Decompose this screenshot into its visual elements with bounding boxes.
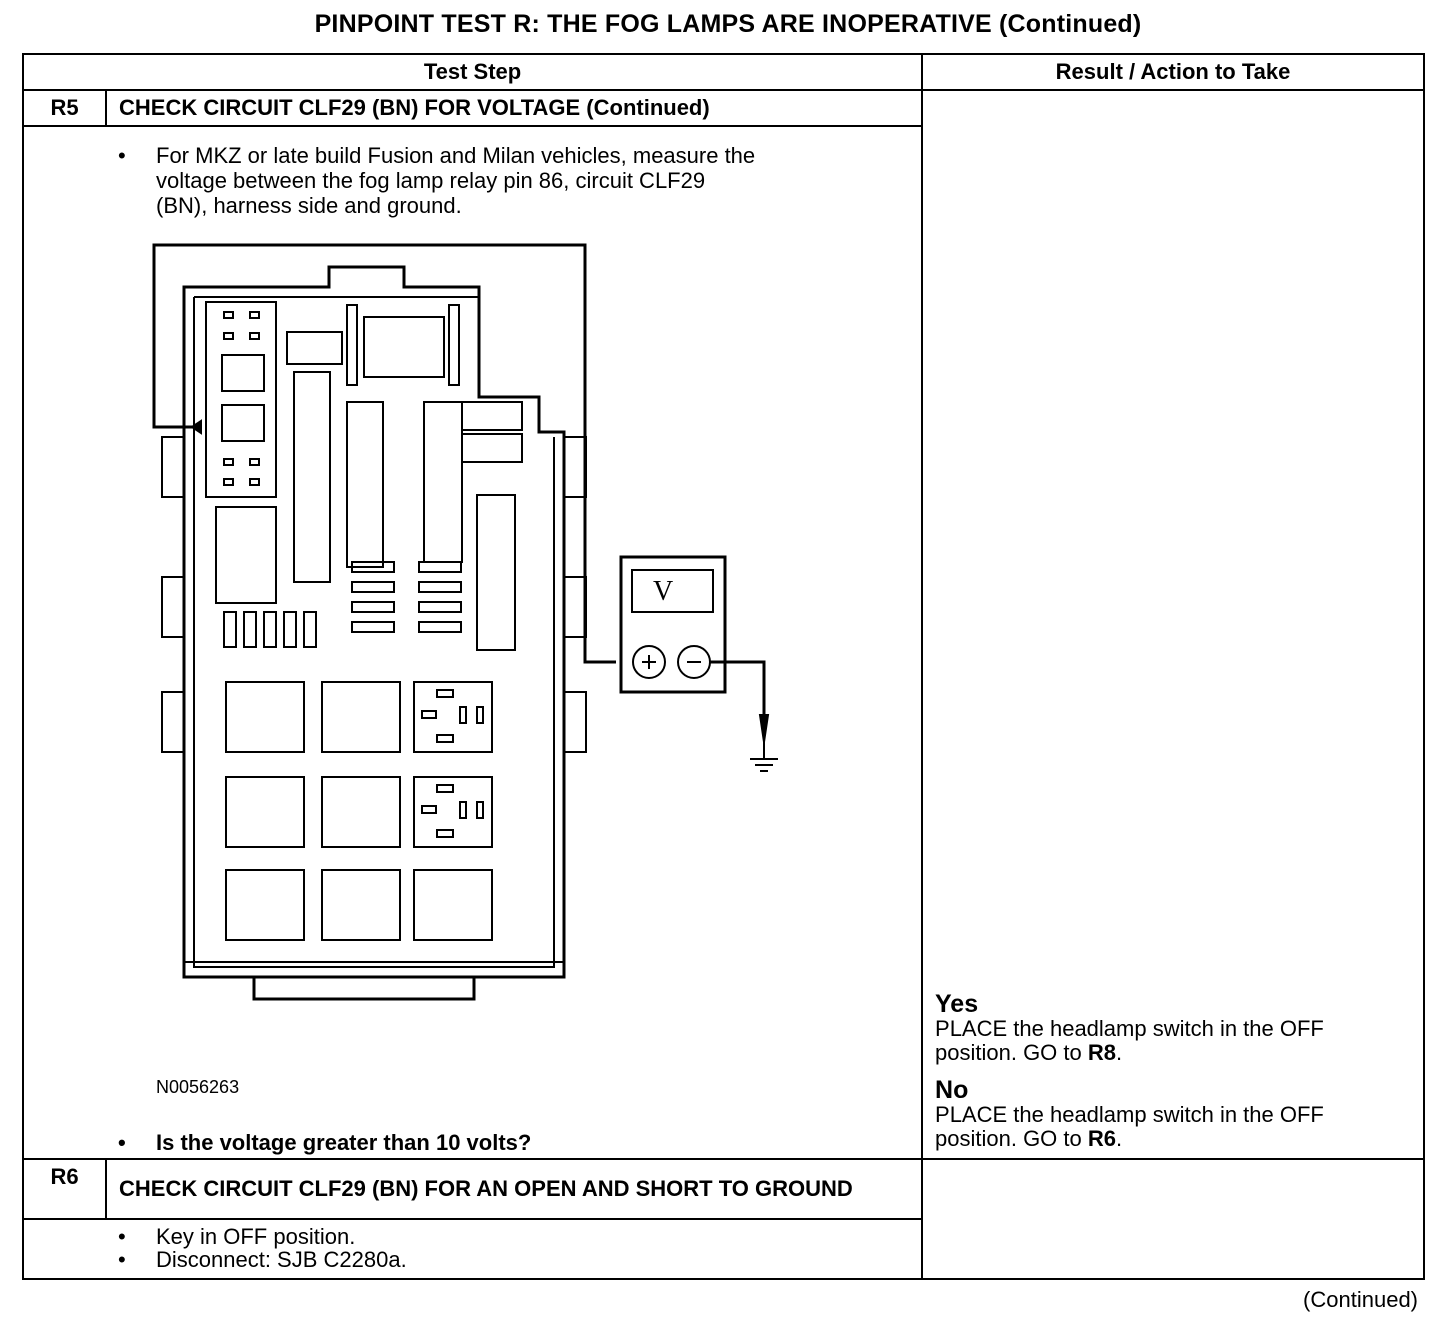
step-body-r6: Key in OFF position. Disconnect: SJB C22… [21, 1218, 924, 1280]
result-no-text: PLACE the headlamp switch in the OFF pos… [935, 1103, 1405, 1151]
step-body-r5: For MKZ or late build Fusion and Milan v… [21, 125, 924, 1160]
step-r6-instruction-1: Key in OFF position. [24, 1224, 921, 1249]
multimeter [619, 555, 727, 694]
result-yes-text: PLACE the headlamp switch in the OFF pos… [935, 1017, 1405, 1065]
step-r5-title-row: R5 CHECK CIRCUIT CLF29 (BN) FOR VOLTAGE … [22, 89, 1426, 1160]
result-yes-period: . [1116, 1040, 1123, 1065]
positive-test-lead [152, 243, 616, 664]
step-title-r5: CHECK CIRCUIT CLF29 (BN) FOR VOLTAGE (Co… [104, 89, 924, 127]
pinpoint-test-table: Test Step Result / Action to Take R5 CHE… [21, 53, 1426, 1280]
result-no-target: R6 [1087, 1126, 1116, 1151]
result-cell-r5: Yes PLACE the headlamp switch in the OFF… [921, 89, 1426, 1160]
step-id-r5: R5 [22, 89, 107, 127]
step-r6-body-row: Key in OFF position. Disconnect: SJB C22… [21, 1218, 1424, 1280]
result-r5-block: Yes PLACE the headlamp switch in the OFF… [935, 991, 1405, 1151]
step-r6-title-row: R6 CHECK CIRCUIT CLF29 (BN) FOR AN OPEN … [22, 1158, 1426, 1280]
relay-socket-1 [413, 681, 493, 753]
step-r5-body-row: For MKZ or late build Fusion and Milan v… [21, 125, 1424, 1160]
result-cell-r6 [921, 1158, 1426, 1280]
figure-code: N0056263 [156, 1077, 240, 1097]
result-no-heading: No [935, 1076, 969, 1104]
step-id-r6: R6 [22, 1158, 107, 1220]
fog-lamp-relay [205, 301, 277, 498]
fuse-box-diagram: V [152, 243, 778, 1001]
test-step-header: Test Step [21, 53, 924, 91]
step-r5-instruction: For MKZ or late build Fusion and Milan v… [24, 143, 756, 218]
table-header-row: Test Step Result / Action to Take [21, 53, 1426, 91]
meter-display: V [653, 576, 673, 607]
fuse-box-housing [182, 265, 566, 979]
result-header: Result / Action to Take [921, 53, 1426, 91]
step-r5-question: Is the voltage greater than 10 volts? [24, 1130, 856, 1155]
result-no-period: . [1116, 1126, 1123, 1151]
ground-icon [750, 742, 778, 772]
step-r6-instruction-2: Disconnect: SJB C2280a. [24, 1247, 921, 1272]
result-yes-target: R8 [1087, 1040, 1116, 1065]
result-no-instruction: PLACE the headlamp switch in the OFF pos… [935, 1102, 1324, 1151]
result-yes-heading: Yes [935, 990, 979, 1018]
continued-label: (Continued) [1303, 1287, 1418, 1312]
page-title: PINPOINT TEST R: THE FOG LAMPS ARE INOPE… [314, 10, 1142, 38]
result-yes-instruction: PLACE the headlamp switch in the OFF pos… [935, 1016, 1324, 1065]
meter-positive-terminal [632, 645, 666, 679]
negative-test-lead [710, 660, 766, 715]
step-title-r6: CHECK CIRCUIT CLF29 (BN) FOR AN OPEN AND… [104, 1158, 924, 1220]
